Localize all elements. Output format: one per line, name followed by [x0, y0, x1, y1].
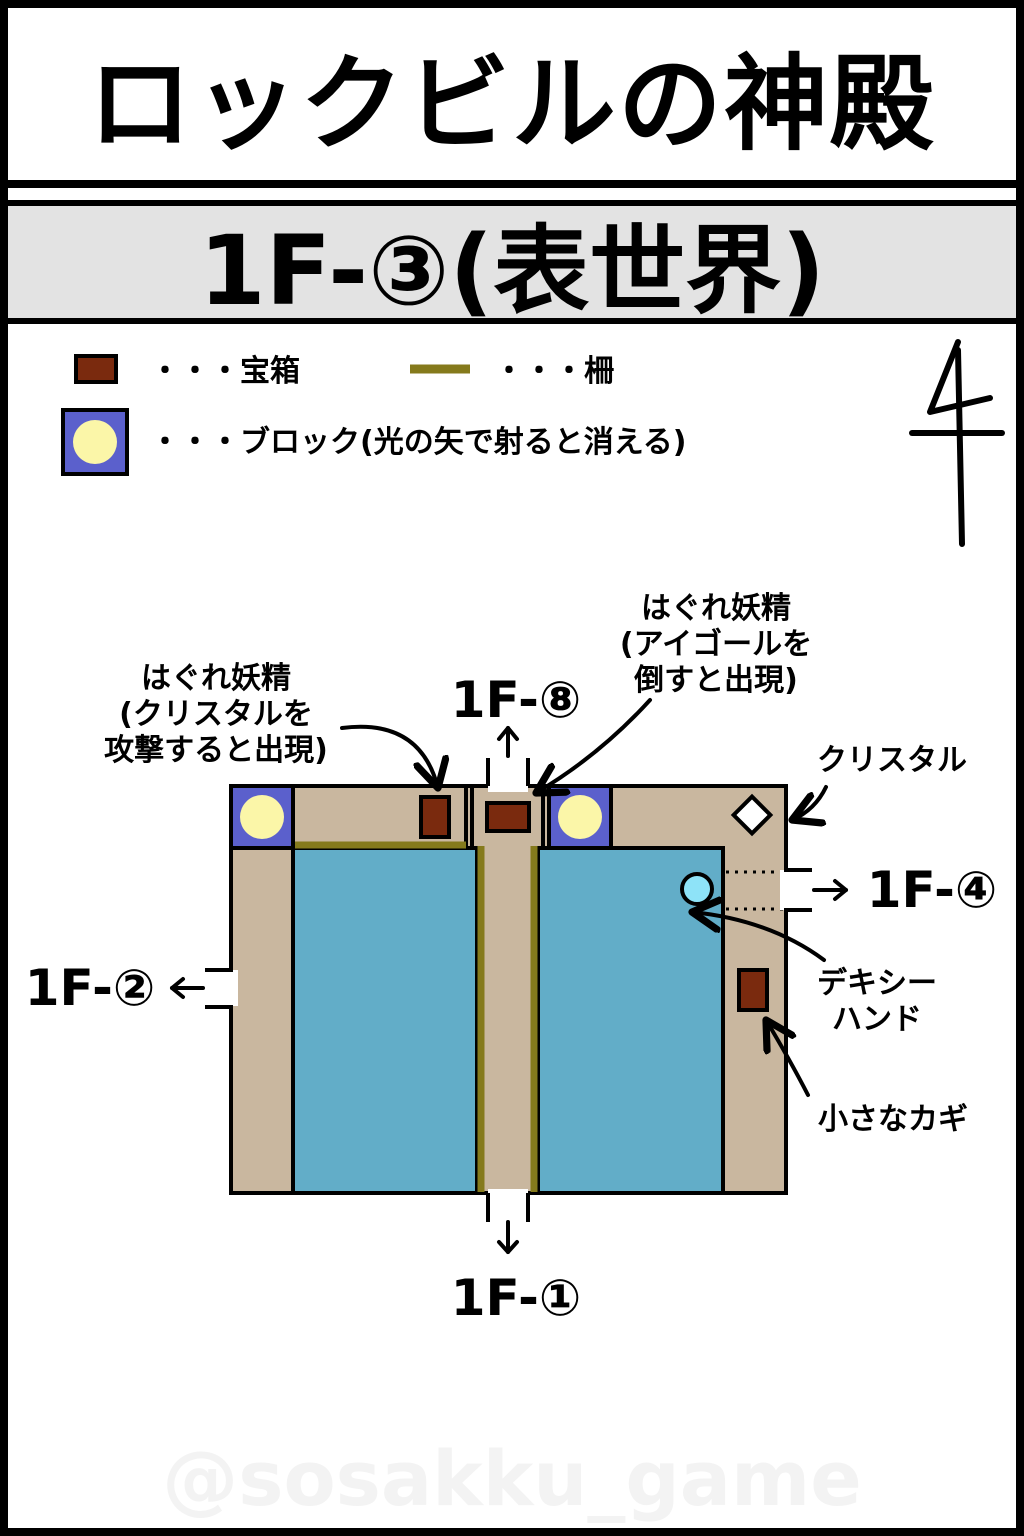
north-compass-icon [909, 339, 1005, 547]
subtitle-box: 1F-③(表世界) [8, 200, 1016, 327]
legend-chest-label: ・・・宝箱 [150, 354, 300, 389]
water-pool-left [291, 846, 479, 1195]
fairy2-label-line2: (アイゴールを [620, 627, 812, 662]
fairy1-label-line1: はぐれ妖精 [141, 661, 291, 696]
exit-label-east[interactable]: 1F-④ [867, 861, 998, 919]
treasure-chest [419, 795, 451, 839]
watermark: @sosakku_game [162, 1434, 862, 1523]
fairy2-label-line3: 倒すと出現) [633, 663, 798, 698]
exit-label-west[interactable]: 1F-② [25, 959, 156, 1017]
dexihand-label-line2: ハンド [832, 1002, 922, 1037]
crystal-label: クリスタル [817, 743, 967, 778]
exit-label-south[interactable]: 1F-① [451, 1269, 582, 1327]
fairy2-label-line1: はぐれ妖精 [641, 591, 791, 626]
small-key-label: 小さなカギ [818, 1102, 968, 1137]
north-exit-arrow-icon [497, 726, 519, 758]
light-block [547, 784, 613, 850]
legend-chest-icon [74, 354, 118, 384]
east-exit-arrow-icon [812, 879, 848, 901]
dexihand-enemy-icon [680, 872, 714, 906]
fairy2-pointer-arrow [536, 698, 652, 793]
crystal-icon [730, 793, 774, 837]
title-box: ロックビルの神殿 [8, 8, 1016, 188]
crystal-pointer-arrow [792, 785, 828, 820]
light-block [229, 784, 295, 850]
exit-label-north[interactable]: 1F-⑧ [451, 671, 582, 729]
legend-fence-label: ・・・柵 [494, 354, 614, 389]
fairy1-pointer-arrow [340, 724, 438, 788]
treasure-chest [737, 968, 769, 1012]
fairy1-label-line2: (クリスタルを [119, 697, 313, 732]
dexihand-pointer-arrow [692, 912, 826, 962]
legend-block-icon [61, 408, 129, 476]
page-frame: ロックビルの神殿 1F-③(表世界) [8, 8, 1016, 1528]
south-exit-arrow-icon [497, 1220, 519, 1254]
treasure-chest [485, 801, 531, 833]
page-title: ロックビルの神殿 [87, 42, 936, 165]
fairy1-label-line3: 攻撃すると出現) [104, 733, 328, 768]
legend-block-label: ・・・ブロック(光の矢で射ると消える) [150, 425, 687, 460]
small-key-pointer-arrow [766, 1020, 810, 1097]
dungeon-map [205, 758, 812, 1222]
dexihand-label-line1: デキシー [817, 966, 937, 1001]
water-pool-right [536, 846, 725, 1195]
west-exit-arrow-icon [170, 977, 205, 999]
page-subtitle: 1F-③(表世界) [198, 214, 826, 327]
